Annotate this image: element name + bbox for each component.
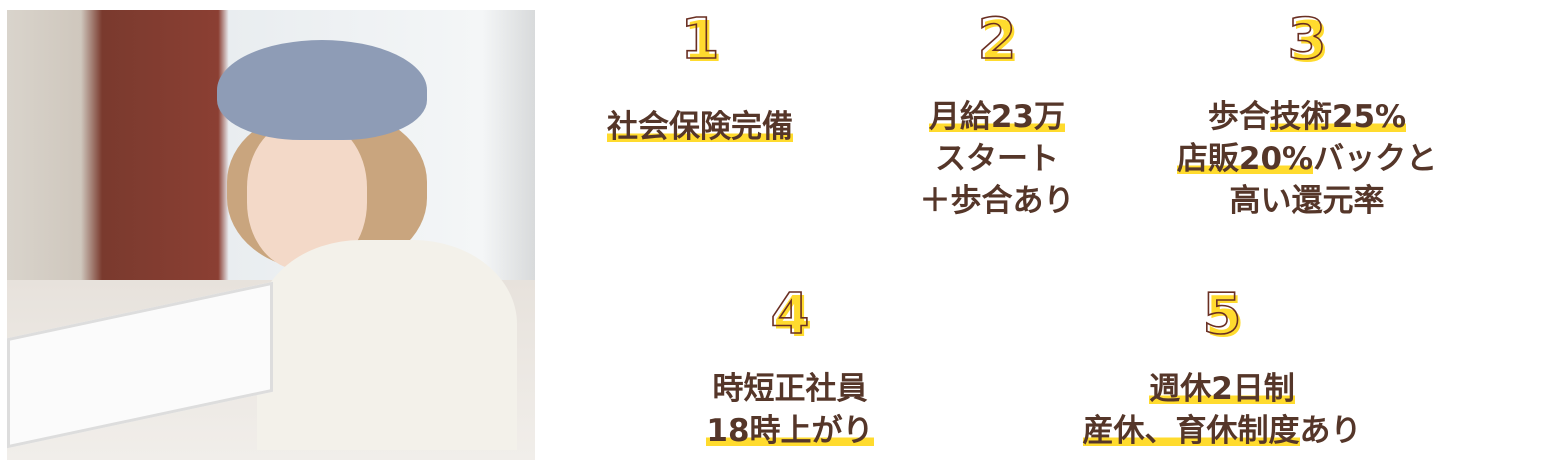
feature-line: 週休2日制: [1022, 368, 1422, 410]
number-outline: 4: [770, 282, 811, 347]
text-segment: スタート: [935, 141, 1059, 177]
number-outline: 5: [1202, 282, 1243, 347]
feature-text-5: 週休2日制産休、育休制度あり: [1022, 368, 1422, 452]
feature-line: ＋歩合あり: [797, 180, 1197, 222]
highlighted-text: 産休、育休制度: [1082, 413, 1300, 449]
feature-line: 18時上がり: [590, 410, 990, 452]
number-fill: 4: [773, 285, 813, 350]
feature-line: 産休、育休制度あり: [1022, 410, 1422, 452]
feature-text-3: 歩合技術25%店販20%バックと高い還元率: [1107, 96, 1507, 222]
number-outline: 3: [1287, 7, 1328, 72]
number-fill: 2: [980, 10, 1020, 75]
number-outline: 2: [977, 7, 1018, 72]
number-fill: 3: [1290, 10, 1330, 75]
highlighted-text: 月給23万: [928, 99, 1066, 135]
highlighted-text: 18時上がり: [706, 413, 874, 449]
feature-line: 高い還元率: [1107, 180, 1507, 222]
feature-line: 時短正社員: [590, 368, 990, 410]
number-fill: 1: [683, 10, 723, 75]
photo-sweater: [257, 240, 517, 450]
highlighted-text: 社会保険完備: [607, 109, 793, 145]
text-segment: ＋歩合あり: [919, 183, 1075, 219]
feature-text-2: 月給23万スタート ＋歩合あり: [797, 96, 1197, 222]
feature-text-4: 時短正社員 18時上がり: [590, 368, 990, 452]
text-segment: バックと: [1313, 141, 1438, 177]
number-outline: 1: [680, 7, 721, 72]
highlighted-text: 技術25%: [1269, 99, 1407, 135]
highlighted-text: 週休2日制: [1149, 371, 1295, 407]
salon-photo: [7, 10, 535, 460]
text-segment: 歩合: [1207, 99, 1270, 135]
feature-line: 店販20%バックと: [1107, 138, 1507, 180]
number-fill: 5: [1205, 285, 1245, 350]
text-segment: 高い還元率: [1229, 183, 1385, 219]
feature-line: スタート: [797, 138, 1197, 180]
photo-beret: [217, 40, 427, 140]
feature-line: 月給23万: [797, 96, 1197, 138]
text-segment: 時短正社員: [712, 371, 868, 407]
highlighted-text: 店販20%: [1176, 141, 1314, 177]
feature-line: 歩合技術25%: [1107, 96, 1507, 138]
feature-line: 社会保険完備: [500, 106, 900, 148]
text-segment: あり: [1299, 413, 1362, 449]
feature-text-1: 社会保険完備: [500, 106, 900, 148]
